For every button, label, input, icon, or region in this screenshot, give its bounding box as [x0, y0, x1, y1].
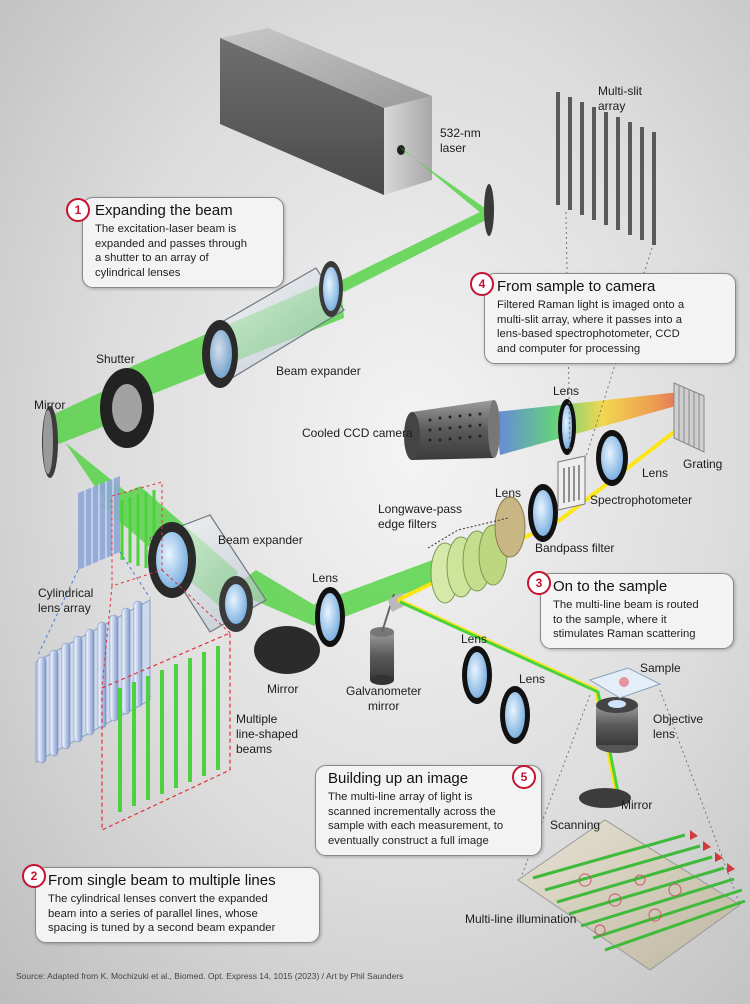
dispersed-spectrum	[495, 392, 690, 455]
label-shutter: Shutter	[96, 352, 135, 366]
mirror-laser	[484, 184, 494, 236]
label-bandpass-filter: Bandpass filter	[535, 541, 615, 555]
lens-lower	[500, 686, 530, 744]
label-beam-expander-2: Beam expander	[218, 533, 303, 547]
label-mirror-right: Mirror	[621, 798, 653, 812]
lens-filter	[528, 484, 558, 542]
sample-holder	[588, 667, 662, 699]
label-lens-spectro: Lens	[553, 384, 580, 398]
galvanometer-mirror	[370, 592, 404, 685]
cooled-ccd-camera	[404, 400, 500, 460]
cylindrical-lens-array-small	[78, 476, 120, 570]
label-multi-slit-array: Multi-slit array	[598, 84, 642, 113]
beam-expander-2	[148, 514, 267, 633]
label-sample: Sample	[640, 661, 681, 675]
source-credit: Source: Adapted from K. Mochizuki et al.…	[16, 971, 404, 981]
label-objective-lens: Objective lens	[653, 712, 704, 741]
multiple-line-beams-large	[101, 632, 231, 831]
label-galvanometer-mirror: Galvanometer mirror	[346, 684, 422, 713]
laser-source	[220, 28, 432, 195]
beam-expander-1	[202, 261, 345, 388]
callout-title: Building up an image	[328, 770, 469, 787]
callout-number-badge: 4	[470, 272, 494, 296]
callout-body: Filtered Raman light is imaged onto a mu…	[497, 299, 685, 356]
multi-slit-array	[556, 92, 656, 245]
lens-mid	[462, 646, 492, 704]
callout-from-sample-to-camera: From sample to camera Filtered Raman lig…	[484, 273, 736, 364]
mirror-left	[42, 406, 58, 478]
label-beam-expander-1: Beam expander	[276, 364, 361, 378]
lens-spectro	[558, 399, 576, 455]
label-scanning: Scanning	[550, 818, 601, 832]
callout-title: From single beam to multiple lines	[48, 872, 276, 889]
callout-number-badge: 3	[527, 571, 551, 595]
grating	[673, 382, 705, 453]
callout-body: The multi-line array of light is scanned…	[328, 791, 504, 848]
lens-galvo	[315, 587, 345, 647]
projection-guides	[37, 481, 231, 689]
label-lens-filter: Lens	[495, 486, 522, 500]
spectrophotometer-slit	[557, 455, 586, 511]
label-multiple-line-beams: Multiple line-shaped beams	[236, 712, 299, 756]
objective-lens	[596, 697, 638, 753]
label-lens-mid: Lens	[461, 632, 488, 646]
callout-number-badge: 2	[22, 864, 46, 888]
callout-title: Expanding the beam	[95, 202, 233, 219]
label-lens-grating: Lens	[642, 466, 669, 480]
edge-filter-bracket	[427, 517, 509, 549]
label-cylindrical-lens-array: Cylindrical lens array	[38, 586, 94, 615]
callout-number-badge: 5	[512, 765, 536, 789]
label-cooled-ccd-camera: Cooled CCD camera	[302, 426, 413, 440]
label-lens-galvo: Lens	[312, 571, 339, 585]
callout-from-single-beam-to-multiple-lines: From single beam to multiple lines The c…	[35, 867, 320, 944]
shutter	[100, 368, 154, 448]
label-multi-line-illumination: Multi-line illumination	[465, 912, 577, 926]
label-longwave-filters: Longwave-pass edge filters	[378, 502, 463, 531]
callout-body: The multi-line beam is routed to the sam…	[553, 599, 699, 641]
mirror-right	[579, 788, 631, 808]
longwave-pass-edge-filters	[430, 524, 508, 604]
callout-building-up-an-image: Building up an image The multi-line arra…	[315, 765, 542, 856]
bandpass-filter	[494, 496, 526, 558]
callout-body: The cylindrical lenses convert the expan…	[48, 893, 276, 935]
label-lens-lower: Lens	[519, 672, 546, 686]
callout-number-badge: 1	[66, 198, 90, 222]
cylindrical-lens-rods	[37, 600, 143, 764]
callout-title: From sample to camera	[497, 278, 656, 295]
callout-title: On to the sample	[553, 578, 668, 595]
mirror-bottom	[254, 626, 320, 674]
excitation-path-to-sample	[399, 600, 620, 793]
sample-dotted-guides	[519, 689, 741, 906]
label-laser: 532-nm laser	[440, 126, 481, 155]
label-grating: Grating	[683, 457, 723, 471]
label-mirror-left: Mirror	[34, 398, 66, 412]
callout-expanding-the-beam: Expanding the beam The excitation-laser …	[82, 197, 284, 288]
lens-grating	[596, 430, 628, 486]
multi-line-illumination-plate	[517, 819, 746, 971]
label-spectrophotometer: Spectrophotometer	[590, 493, 693, 507]
label-mirror-bottom: Mirror	[267, 682, 299, 696]
callout-body: The excitation-laser beam is expanded an…	[95, 223, 248, 280]
callout-on-to-the-sample: On to the sample The multi-line beam is …	[540, 573, 734, 650]
